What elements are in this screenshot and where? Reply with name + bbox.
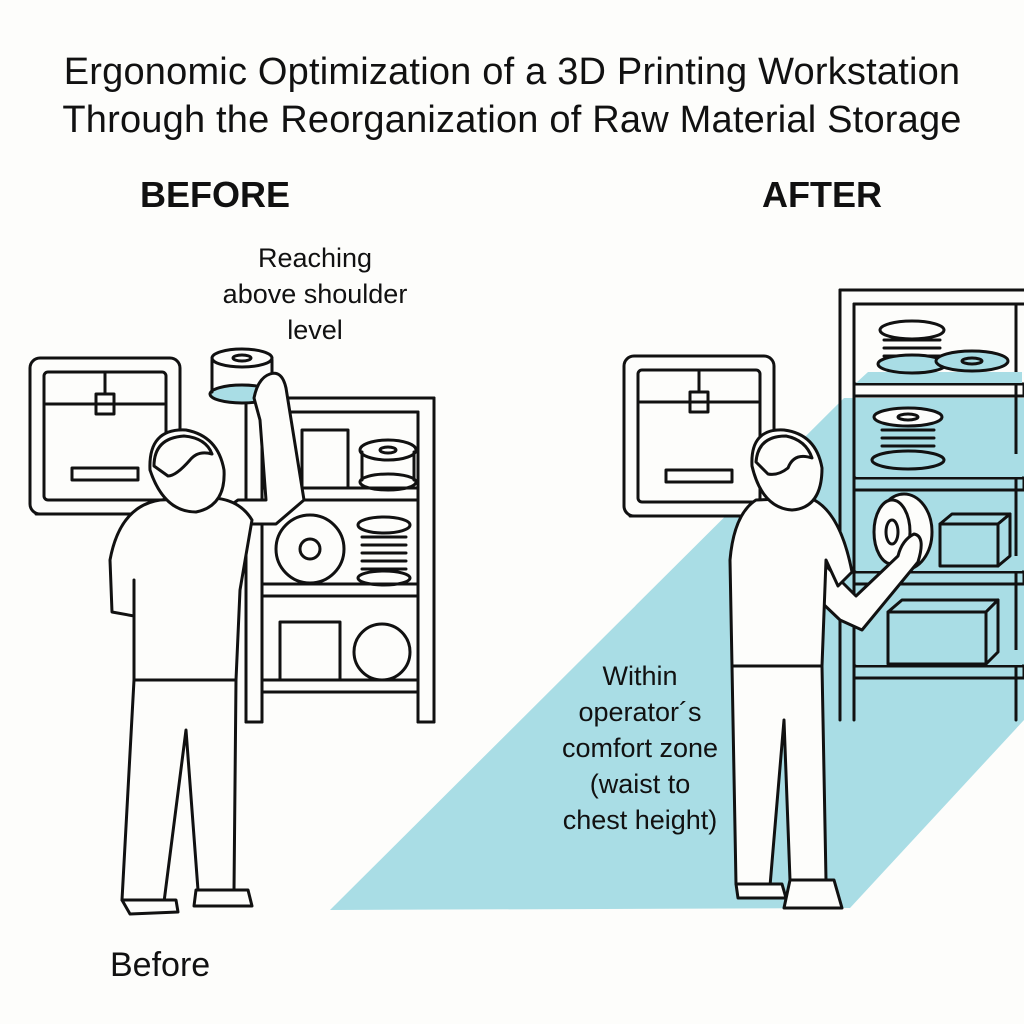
filament-spool-icon: [870, 406, 946, 471]
after-operator-figure-icon: [728, 428, 923, 910]
title-line-2: Through the Reorganization of Raw Materi…: [62, 99, 962, 141]
comfort-zone-annotation: Within operator´s comfort zone (waist to…: [540, 658, 740, 838]
box-icon: [300, 428, 350, 490]
filament-spool-icon: [358, 438, 418, 492]
reach-annotation-line: level: [287, 315, 343, 345]
after-3d-printer-icon: [622, 354, 776, 518]
reach-annotation: Reaching above shoulder level: [200, 240, 430, 348]
reach-annotation-line: Reaching: [257, 243, 373, 273]
comfort-zone-line: operator´s: [578, 697, 702, 727]
storage-box-icon: [886, 598, 1000, 666]
filament-spool-icon: [274, 513, 346, 585]
storage-box-icon: [938, 512, 1012, 568]
before-storage-shelf-icon: [244, 396, 436, 724]
filament-spool-icon: [876, 319, 948, 375]
comfort-zone-line: chest height): [562, 805, 718, 835]
comfort-zone-line: (waist to: [589, 769, 691, 799]
page-title: Ergonomic Optimization of a 3D Printing …: [0, 48, 1024, 144]
comfort-zone-line: Within: [602, 661, 678, 691]
after-heading: AFTER: [762, 174, 882, 215]
filament-spool-icon: [356, 515, 412, 587]
comfort-zone-line: comfort zone: [561, 733, 719, 763]
comfort-zone-band: [330, 398, 1024, 910]
reach-annotation-line: above shoulder: [222, 279, 408, 309]
before-caption: Before: [110, 946, 211, 984]
before-3d-printer-icon: [28, 356, 182, 516]
title-line-1: Ergonomic Optimization of a 3D Printing …: [63, 51, 961, 93]
filament-spool-icon: [352, 622, 412, 682]
before-operator-figure-icon: [108, 371, 306, 916]
before-heading: BEFORE: [140, 174, 291, 215]
box-icon: [278, 620, 342, 682]
flat-filament-spool-icon: [934, 349, 1010, 373]
